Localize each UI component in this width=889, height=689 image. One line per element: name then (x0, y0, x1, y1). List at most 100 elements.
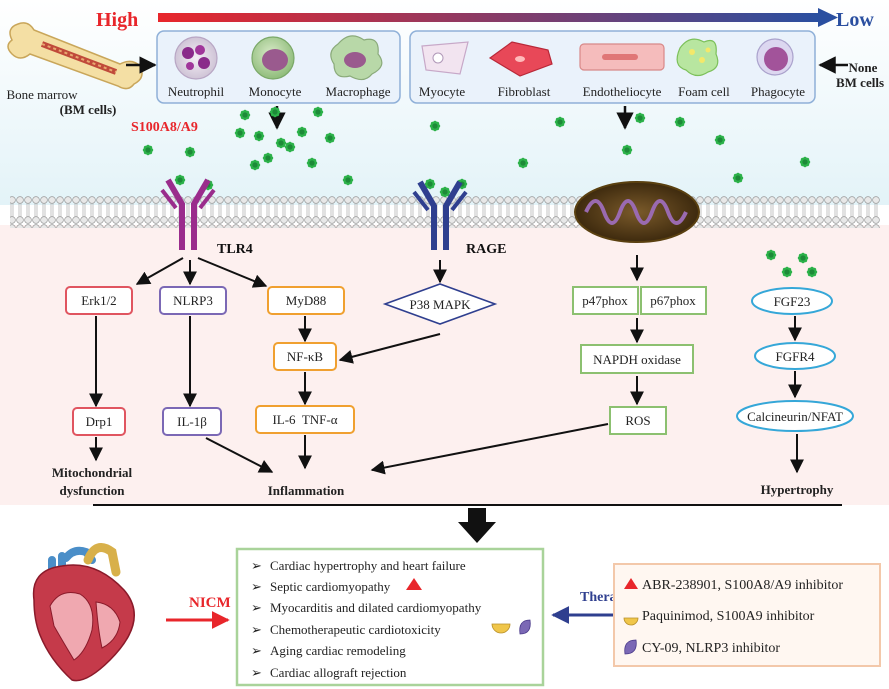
s100a8a9-particle (312, 106, 324, 118)
fibroblast-icon (488, 41, 553, 77)
nlrp3-label: NLRP3 (173, 293, 213, 308)
s100a8a9-particle (253, 130, 265, 142)
macrophage-label: Macrophage (326, 84, 391, 99)
nicm-disease-list: ➢ Cardiac hypertrophy and heart failure … (251, 558, 482, 680)
gradient-high-label: High (96, 9, 138, 31)
s100a8a9-particle (262, 152, 274, 164)
disease-bullet: ➢ (251, 558, 262, 573)
p67phox-label: p67phox (650, 293, 696, 308)
purple-capsule-icon (519, 619, 531, 635)
il1b-box (162, 407, 222, 436)
therapy-box (613, 563, 881, 667)
s100a8a9-particle (674, 116, 686, 128)
neutrophil-icon (174, 36, 218, 80)
p38-diamond (382, 283, 498, 325)
p47phox-label: p47phox (582, 293, 628, 308)
phagocyte-icon (756, 38, 794, 76)
endotheliocyte-label: Endotheliocyte (583, 84, 662, 99)
il1b-to-inflammation-arrow (205, 437, 274, 473)
expression-gradient-bar (158, 13, 818, 22)
none-bm-label-line1: None (849, 60, 878, 75)
disease-item-4: Chemotherapeutic cardiotoxicity (270, 622, 441, 637)
fgfr4-ellipse (754, 342, 836, 370)
s100a8a9-particle (184, 146, 196, 158)
disease-item-5: Aging cardiac remodeling (270, 643, 406, 658)
gradient-low-label: Low (836, 9, 874, 31)
s100a8a9-particle (269, 106, 281, 118)
mito-dysfunction-label-line1: Mitochondrial (52, 465, 133, 480)
s100a8a9-particle (439, 186, 451, 198)
s100a8a9-particle (517, 157, 529, 169)
mito-dysfunction-label-line2: dysfunction (59, 483, 125, 498)
disease-item-6: Cardiac allograft rejection (270, 665, 407, 680)
tlr4-label: TLR4 (217, 242, 253, 257)
p38-to-nfkb-arrow (338, 333, 441, 364)
p38-label: P38 MAPK (409, 297, 471, 312)
s100a8a9-particle (234, 127, 246, 139)
s100a8a9-particle (554, 116, 566, 128)
disease-item-1: Cardiac hypertrophy and heart failure (270, 558, 466, 573)
tlr4-to-myd88-arrow (197, 257, 268, 288)
drug-item-2: Paquinimod, S100A9 inhibitor (642, 609, 815, 624)
monocyte-icon (251, 36, 295, 80)
disease-bullet: ➢ (251, 600, 262, 615)
purple-capsule-icon (624, 639, 637, 655)
bone-marrow-label: Bone marrow (6, 87, 78, 102)
macrophage-icon (330, 35, 383, 81)
foam-cell-label: Foam cell (678, 84, 730, 99)
s100a8a9-particle (634, 112, 646, 124)
fgfr4-label: FGFR4 (775, 349, 815, 364)
s100a8a9-particle (732, 172, 744, 184)
disease-item-3: Myocarditis and dilated cardiomyopathy (270, 600, 482, 615)
s100a8a9-particle (797, 252, 809, 264)
ros-label: ROS (625, 413, 650, 428)
outcome-down-arrow (458, 508, 496, 543)
drug-item-3: CY-09, NLRP3 inhibitor (642, 641, 780, 656)
yellow-crescent-icon (623, 617, 639, 626)
disease-bullet: ➢ (251, 643, 262, 658)
drp1-label: Drp1 (86, 414, 113, 429)
s100a8a9-particle (324, 132, 336, 144)
s100a8a9-particle (284, 141, 296, 153)
bone-icon (7, 22, 143, 90)
yellow-crescent-icon (491, 623, 511, 634)
inflammation-label: Inflammation (268, 483, 345, 498)
calcineurin-label: Calcineurin/NFAT (747, 409, 843, 424)
erk-box (65, 286, 133, 315)
foam-cell-icon (676, 38, 719, 77)
s100a8a9-particle (714, 134, 726, 146)
rage-receptor-icon (412, 180, 468, 250)
myocyte-label: Myocyte (419, 84, 465, 99)
intracellular-background (0, 225, 889, 505)
s100a8a9-particle (765, 249, 777, 261)
ros-to-inflammation-arrow (370, 423, 609, 475)
monocyte-label: Monocyte (249, 84, 302, 99)
drp1-box (72, 407, 126, 436)
bm-cells-label: (BM cells) (60, 102, 117, 117)
hypertrophy-label: Hypertrophy (761, 482, 834, 497)
nlrp3-box (159, 286, 227, 315)
tlr4-to-erk-arrow (135, 257, 184, 285)
il6-tnf-label: IL-6 TNF-α (272, 412, 337, 427)
endotheliocyte-icon (579, 43, 665, 71)
mitochondrion-icon (574, 181, 700, 243)
red-triangle-icon (406, 578, 422, 590)
napdh-box (580, 344, 694, 374)
neutrophil-label: Neutrophil (168, 84, 225, 99)
drug-item-1: ABR-238901, S100A8/A9 inhibitor (642, 578, 843, 593)
il6-tnf-box (255, 405, 355, 434)
red-triangle-icon (624, 578, 638, 589)
s100a8a9-particle (296, 126, 308, 138)
calcineurin-ellipse (736, 400, 854, 432)
s100a8a9-particle (174, 174, 186, 186)
expression-gradient-arrowhead (818, 8, 838, 27)
fgf23-label: FGF23 (774, 294, 811, 309)
s100a8a9-particle (275, 137, 287, 149)
s100a8a9-particle (806, 266, 818, 278)
tlr4-receptor-icon (160, 178, 216, 250)
p67phox-box (640, 286, 707, 315)
erk-label: Erk1/2 (81, 293, 116, 308)
s100a8a9-particle (424, 178, 436, 190)
